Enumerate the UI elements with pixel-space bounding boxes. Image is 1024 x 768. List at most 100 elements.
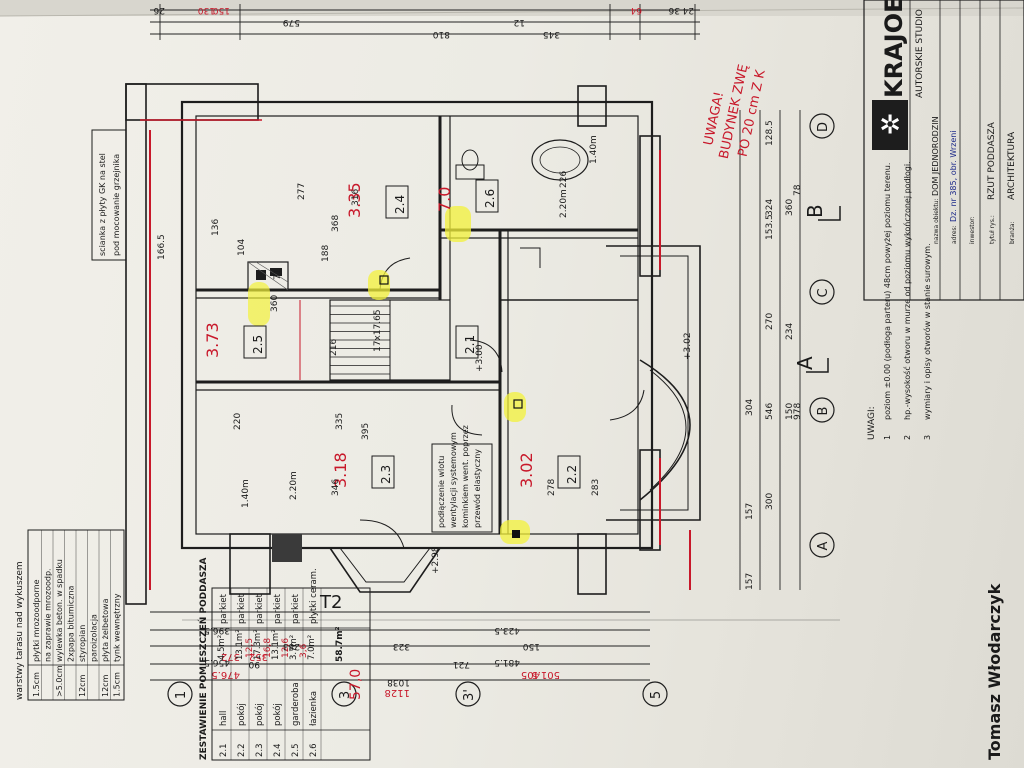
inner-dim-value: 335 (335, 413, 345, 430)
branch-value: ARCHITEKTURA (1007, 131, 1017, 200)
room-row-area: 17.3m² (253, 629, 263, 660)
author-name: Tomasz Włodarczyk (985, 583, 1004, 760)
notes-title: UWAGI: (867, 406, 877, 440)
level-value: +2.98 (431, 546, 441, 574)
axis-bubble-left (642, 681, 668, 707)
room-row-area: 13.1m² (271, 629, 281, 660)
layer-thickness: 12cm (101, 674, 110, 697)
note-number: 3 (923, 435, 932, 440)
inner-dim-value: 368 (331, 215, 341, 232)
room-row-floor: parkiet (237, 593, 247, 624)
layers-legend: warstwy tarasu nad wykuszem 1.5cmpłytki … (15, 529, 125, 701)
level-value: +3.02 (683, 332, 693, 360)
layer-thickness: 12cm (78, 674, 87, 697)
layer-name: tynk wewnętrzny (113, 593, 122, 662)
left-dim-value: 456.5 (204, 657, 230, 667)
bottom-dim-value: 324 (765, 199, 775, 216)
inner-dim-value: 2.20m (559, 189, 569, 218)
left-dim-value: 481.5 (494, 657, 520, 667)
left-dim-red: 372 (221, 651, 240, 662)
note-number: 1 (883, 435, 892, 440)
left-dim-value: 150 (523, 641, 540, 651)
layer-thickness: 1.5cm (113, 672, 122, 697)
branch-label: branża: (1009, 221, 1016, 244)
axis-bubble-left-label: 1 (174, 691, 189, 699)
bottom-dim-value: 546 (765, 403, 775, 420)
bottom-dim-value: 234 (785, 323, 795, 340)
axis-bubble-d (809, 113, 835, 139)
inner-dim-value: 1.40m (241, 479, 251, 508)
layer-thickness: 1.5cm (32, 672, 41, 697)
room-row-area-hand: 12,6 (281, 638, 291, 658)
inner-dim-value: 216 (329, 339, 339, 356)
plan-notes: scianka z płyty GK na stel pod mocowanie… (91, 129, 493, 533)
room-number-box (371, 455, 395, 489)
door-swings (359, 257, 645, 549)
room-row-area: 13.1m² (235, 629, 245, 660)
address-value: Dz. nr 385, obr. Wrzeni (949, 130, 958, 222)
bottom-dim-value: 304 (745, 399, 755, 416)
axis-bubble-c (809, 279, 835, 305)
room-row-no: 2.6 (309, 743, 319, 757)
axis-bubble-d-label: D (816, 122, 831, 132)
room-number-box (557, 455, 581, 489)
layers-title: warstwy tarasu nad wykuszem (15, 561, 25, 700)
bottom-dim-value: 270 (765, 313, 775, 330)
room-number-box (455, 325, 479, 359)
axis-bubble-c-label: C (816, 288, 831, 297)
axis-bubble-left (167, 681, 193, 707)
axis-bubble-left-label: 5 (649, 691, 664, 699)
paper-edge (0, 0, 1024, 16)
axis-bubble-left-label: 3 (338, 691, 353, 699)
bathroom-fixtures (455, 139, 589, 268)
top-dimension-rows (150, 4, 700, 40)
left-dim-red: 476.5 (211, 669, 240, 680)
inner-dim-value: 2.20m (289, 471, 299, 500)
layer-name: płyta żelbetowa (101, 598, 110, 662)
room-row-name: łazienka (309, 691, 319, 726)
room-area-handwritten: 3.73 (203, 322, 222, 358)
room-row-no: 2.3 (255, 743, 265, 757)
layer-name: wylewka beton. w spadku (55, 559, 64, 662)
left-dim-red: 405 (521, 669, 540, 680)
paper-fold (0, 7, 1024, 17)
layer-name: paroizolacja (90, 614, 99, 662)
room-row-area: 7.0m² (307, 635, 317, 660)
inner-dim-value: 277 (297, 183, 307, 200)
sheet-value: RZUT PODDASZA (987, 121, 997, 200)
room-number-box (243, 325, 267, 359)
room-row-floor: parkiet (291, 593, 301, 624)
room-row-name: hall (219, 711, 229, 726)
left-dim-value: 323 (393, 641, 410, 651)
room-row-name: pokój (236, 703, 247, 726)
rooms-table-title: ZESTAWIENIE POMIESZCZEŃ PODDASZA (197, 557, 209, 760)
section-mark-a: A (793, 356, 817, 370)
inner-dim-value: 71 (273, 269, 283, 280)
section-label: T2 (319, 592, 342, 613)
left-dim-value: 1038 (387, 677, 410, 687)
axis-bubble-b (809, 397, 835, 423)
company-name: KRAJOE (880, 0, 908, 98)
left-dim-value: 721 (453, 659, 470, 669)
sheet-label: tytuł rys.: (989, 215, 996, 244)
address-label: adres: (951, 225, 958, 244)
room-number: 2.4 (393, 195, 407, 214)
left-dim-red: 501.5 (531, 669, 560, 680)
top-dim-value: 12 (514, 17, 525, 27)
note-text: wymiary i opisy otworów w stanie surowym… (922, 243, 932, 420)
inner-dim-value: 226 (559, 171, 569, 188)
note-text: hp.-wysokość otworu w murze od poziomu w… (902, 161, 912, 420)
investor-label: inwestor: (969, 216, 976, 244)
room-number-box (475, 179, 499, 213)
room-number: 2.1 (463, 335, 477, 354)
section-marks: A B T2 (319, 204, 841, 613)
left-dim-value: 283 (283, 641, 300, 651)
room-row-area: 3.7m² (289, 635, 299, 660)
room-number: 2.5 (251, 335, 265, 354)
room-row-area-hand: 3,6 (299, 643, 309, 658)
bottom-dim-value: 153.5 (765, 214, 775, 240)
top-dim-value: 130 (198, 5, 215, 15)
vent-note: podłączenie wlotu (437, 456, 446, 528)
